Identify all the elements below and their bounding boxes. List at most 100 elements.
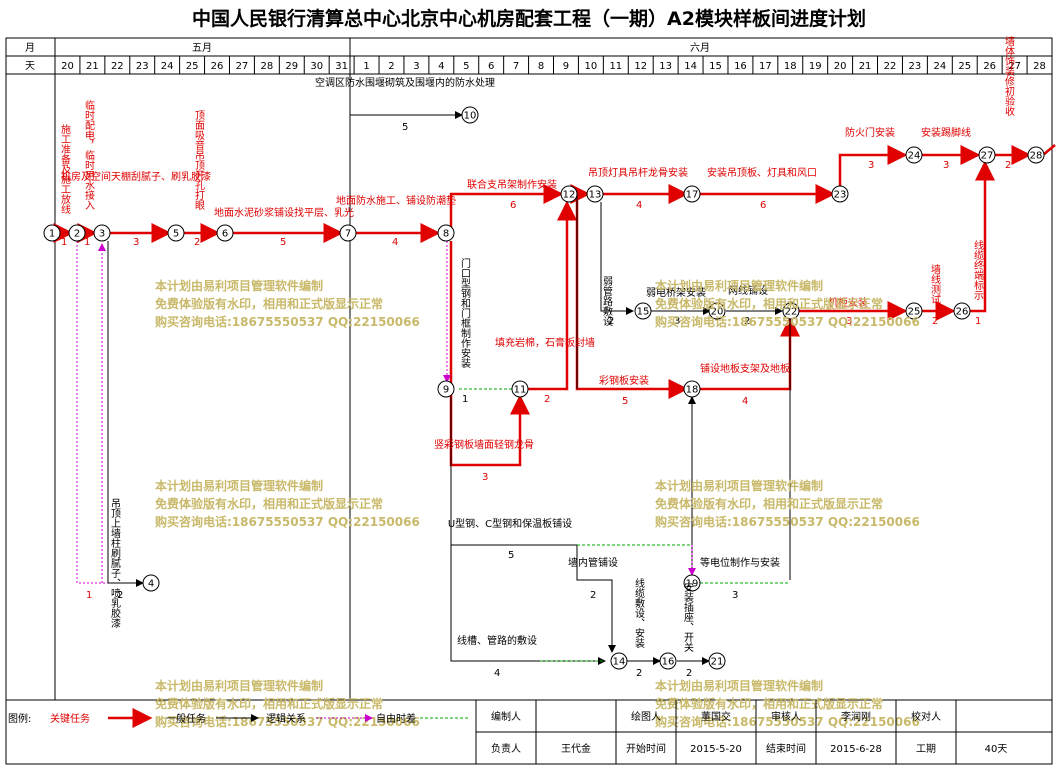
duration: 4 bbox=[636, 200, 642, 211]
day-tick: 21 bbox=[859, 61, 872, 72]
node-13 bbox=[586, 185, 604, 203]
day-tick: 27 bbox=[1008, 61, 1021, 72]
day-tick: 22 bbox=[111, 61, 124, 72]
duration: 3 bbox=[133, 237, 139, 248]
node-label: 21 bbox=[711, 657, 724, 668]
duration: 5 bbox=[622, 396, 628, 407]
node-28 bbox=[1027, 146, 1045, 164]
day-tick: 20 bbox=[61, 61, 74, 72]
node-23 bbox=[831, 185, 849, 203]
node-21 bbox=[708, 652, 726, 670]
task-label: 填充岩棉，石膏板封墙 bbox=[495, 336, 595, 349]
day-tick: 19 bbox=[809, 61, 822, 72]
node-11 bbox=[511, 380, 529, 398]
duration: 1 bbox=[84, 237, 90, 248]
day-tick: 6 bbox=[488, 61, 494, 72]
drawer-value: 董国交 bbox=[701, 710, 731, 723]
node-label: 16 bbox=[662, 657, 675, 668]
watermark-text: 免费体验版有水印，相用和正式版显示正常 bbox=[155, 696, 383, 711]
node-label: 28 bbox=[1030, 151, 1043, 162]
task-label: 安装插座、开关 bbox=[682, 581, 694, 653]
node-15 bbox=[634, 302, 652, 320]
task-label: 网线铺设 bbox=[728, 284, 768, 297]
node-label: 24 bbox=[908, 151, 921, 162]
node-label: 23 bbox=[834, 190, 847, 201]
legend-label: 图例: bbox=[8, 712, 31, 725]
duration: 1 bbox=[975, 316, 981, 327]
duration: 2 bbox=[686, 668, 692, 679]
node-label: 17 bbox=[686, 190, 699, 201]
node-7 bbox=[339, 224, 357, 242]
drawer-label: 绘图人 bbox=[631, 710, 661, 723]
owner-label: 负责人 bbox=[491, 742, 521, 755]
node-label: 7 bbox=[345, 229, 351, 240]
day-tick: 5 bbox=[463, 61, 469, 72]
day-tick: 28 bbox=[260, 61, 273, 72]
node-label: 15 bbox=[637, 307, 650, 318]
legend-critical: 关键任务 bbox=[50, 712, 90, 725]
node-label: 1 bbox=[49, 229, 55, 240]
task-label: 安装吊顶板、灯具和风口 bbox=[707, 166, 817, 179]
day-tick: 14 bbox=[684, 61, 697, 72]
watermark-text: 免费体验版有水印，相用和正式版显示正常 bbox=[155, 496, 383, 511]
duration: 3 bbox=[846, 316, 852, 327]
duration: 1 bbox=[61, 237, 67, 248]
day-tick: 26 bbox=[983, 61, 996, 72]
task-label: 铺设地板支架及地板 bbox=[700, 362, 790, 375]
duration: 3 bbox=[943, 160, 949, 171]
duration: 4 bbox=[494, 668, 500, 679]
duration: 2 bbox=[544, 394, 550, 405]
day-tick: 1 bbox=[363, 61, 369, 72]
node-label: 18 bbox=[686, 385, 699, 396]
node-label: 3 bbox=[99, 229, 105, 240]
day-tick: 26 bbox=[211, 61, 224, 72]
node-label: 12 bbox=[563, 190, 576, 201]
watermark-text: 购买咨询电话:18675550537 QQ:22150066 bbox=[655, 514, 920, 529]
node-19 bbox=[683, 574, 701, 592]
month-june: 六月 bbox=[690, 42, 710, 54]
node-12 bbox=[560, 185, 578, 203]
watermark: 本计划由易利项目管理软件编制免费体验版有水印，相用和正式版显示正常购买咨询电话:… bbox=[155, 278, 920, 729]
watermark-text: 本计划由易利项目管理软件编制 bbox=[655, 478, 823, 493]
task-label: 墙体饰装修初验收 bbox=[1003, 35, 1015, 117]
day-tick: 9 bbox=[563, 61, 569, 72]
reviewer-value: 李润刚 bbox=[841, 710, 871, 723]
task-label: 弱管路敷设 bbox=[601, 276, 613, 327]
node-27 bbox=[978, 146, 996, 164]
day-tick: 23 bbox=[136, 61, 149, 72]
day-tick: 2 bbox=[388, 61, 394, 72]
task-label: 防火门安装 bbox=[845, 126, 895, 139]
day-tick: 25 bbox=[186, 61, 199, 72]
start-label: 开始时间 bbox=[626, 742, 666, 755]
node-label: 25 bbox=[908, 307, 921, 318]
task-label: 地面水泥砂浆铺设找平层、乳光 bbox=[214, 206, 354, 219]
day-tick: 4 bbox=[438, 61, 444, 72]
node-8 bbox=[437, 224, 455, 242]
task-label: U型钢、C型钢和保温板铺设 bbox=[448, 517, 572, 530]
duration: 3 bbox=[674, 316, 680, 327]
page-title: 中国人民银行清算总中心北京中心机房配套工程（一期）A2模块样板间进度计划 bbox=[192, 7, 866, 30]
node-14 bbox=[610, 652, 628, 670]
task-label: 门口型钢和门框制作安装 bbox=[459, 257, 471, 369]
day-tick: 29 bbox=[285, 61, 298, 72]
watermark-text: 本计划由易利项目管理软件编制 bbox=[155, 678, 323, 693]
duration: 2 bbox=[744, 316, 750, 327]
node-18 bbox=[683, 380, 701, 398]
watermark-text: 购买咨询电话:18675550537 QQ:22150066 bbox=[655, 714, 920, 729]
reviewer-label: 审核人 bbox=[771, 710, 801, 723]
watermark-text: 免费体验版有水印，相用和正式版显示正常 bbox=[155, 296, 383, 311]
node-24 bbox=[905, 146, 923, 164]
node-1 bbox=[43, 224, 61, 242]
day-tick: 13 bbox=[659, 61, 672, 72]
task-label: 线缆敷设、安装 bbox=[633, 577, 645, 649]
watermark-text: 本计划由易利项目管理软件编制 bbox=[155, 478, 323, 493]
duration: 2 bbox=[117, 590, 123, 601]
node-label: 4 bbox=[148, 579, 154, 590]
duration: 2 bbox=[636, 668, 642, 679]
duration: 3 bbox=[868, 160, 874, 171]
task-label: 地面防水施工、铺设防潮垫 bbox=[336, 194, 456, 207]
